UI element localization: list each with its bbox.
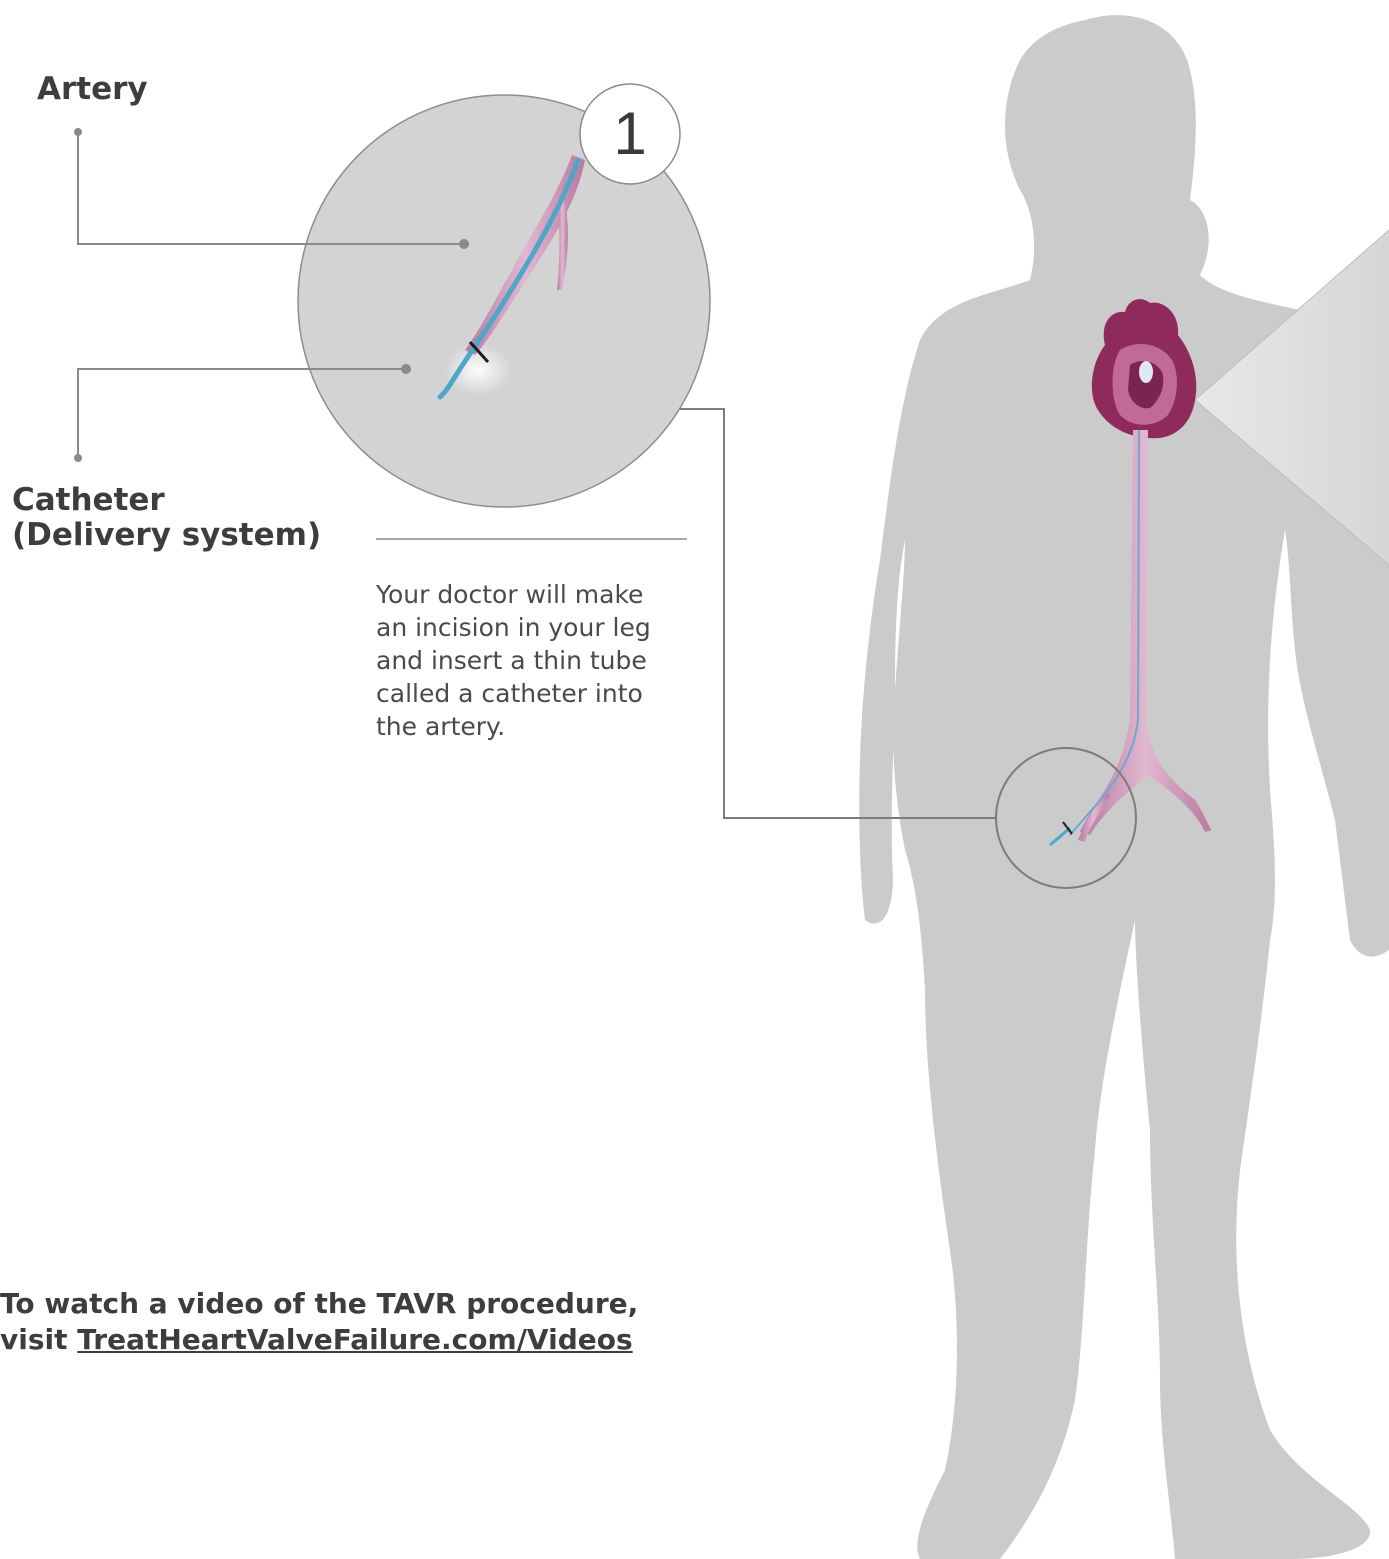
step-number: 1 (580, 84, 680, 184)
description-line: an incision in your leg (376, 611, 706, 644)
description-line: and insert a thin tube (376, 644, 706, 677)
description-line: Your doctor will make (376, 578, 706, 611)
video-line1: To watch a video of the TAVR procedure, (0, 1286, 638, 1322)
catheter-label-line1: Catheter (12, 483, 321, 518)
video-link[interactable]: TreatHeartValveFailure.com/Videos (77, 1323, 632, 1356)
step-description: Your doctor will make an incision in you… (376, 578, 706, 743)
catheter-label: Catheter (Delivery system) (12, 483, 321, 553)
video-line2: visit TreatHeartValveFailure.com/Videos (0, 1322, 638, 1358)
artery-label: Artery (37, 72, 148, 107)
video-visit-text: visit (0, 1323, 77, 1356)
video-callout: To watch a video of the TAVR procedure, … (0, 1286, 638, 1358)
description-line: the artery. (376, 710, 706, 743)
catheter-label-line2: (Delivery system) (12, 518, 321, 553)
description-line: called a catheter into (376, 677, 706, 710)
